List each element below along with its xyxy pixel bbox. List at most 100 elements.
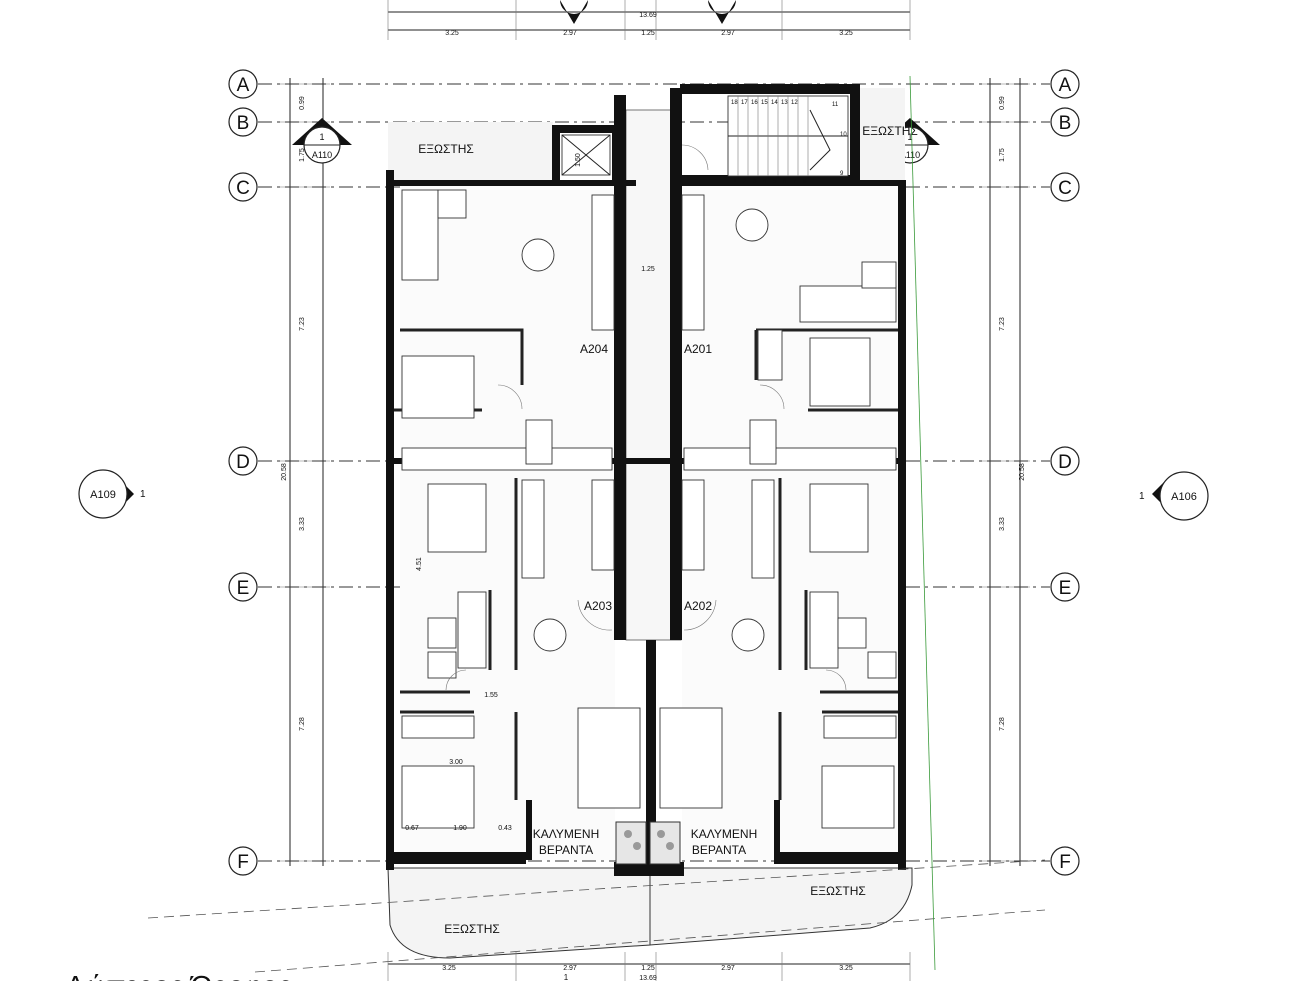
bottom-dim-4: 2.97 bbox=[721, 965, 735, 972]
left-dimension-chain: 20.58 0.99 1.75 7.23 3.33 7.28 bbox=[280, 78, 330, 866]
section-left-num: 1 bbox=[319, 132, 324, 142]
top-dim-4: 2.97 bbox=[721, 30, 735, 37]
door-swings bbox=[445, 144, 847, 691]
dim-3-00: 3.00 bbox=[449, 759, 463, 766]
balcony-bottom-right-label: ΕΞΩΣΤΗΣ bbox=[810, 884, 866, 898]
grid-label-a-right: A bbox=[1059, 75, 1072, 96]
bottom-dim-2: 2.97 bbox=[563, 965, 577, 972]
stair-step-2: 2 bbox=[743, 179, 747, 185]
apartment-label: A204 bbox=[580, 342, 608, 356]
site-boundaries bbox=[147, 75, 1046, 973]
stair-step-9: 9 bbox=[840, 171, 844, 177]
elevation-marker-right: A106 1 bbox=[1139, 471, 1209, 521]
grid-label-a-left: A bbox=[237, 75, 250, 96]
grid-label-c-right: C bbox=[1058, 178, 1072, 199]
grid-label-f-left: F bbox=[237, 852, 249, 873]
stair-step-18: 18 bbox=[731, 100, 738, 106]
left-dim-5: 7.28 bbox=[299, 717, 306, 731]
right-dim-2: 1.75 bbox=[999, 148, 1006, 162]
dim-0-67: 0.67 bbox=[405, 825, 419, 832]
balcony-bottom-left-label: ΕΞΩΣΤΗΣ bbox=[444, 922, 500, 936]
grid-label-d-right: D bbox=[1058, 452, 1072, 473]
elev-right-sheet: A106 bbox=[1171, 491, 1197, 503]
bottom-dim-5: 3.25 bbox=[839, 965, 853, 972]
stair-step-3: 3 bbox=[753, 179, 757, 185]
elevation-marker-left: A109 1 bbox=[78, 469, 146, 519]
covered-veranda-right-line1: ΚΑΛΥΜΕΝΗ bbox=[691, 827, 757, 841]
dining-tables bbox=[521, 208, 769, 652]
overall-height-left: 20.58 bbox=[281, 463, 288, 481]
grid-label-d-left: D bbox=[236, 452, 250, 473]
dim-0-43: 0.43 bbox=[498, 825, 512, 832]
covered-veranda-left-line2: ΒΕΡΑΝΤΑ bbox=[539, 843, 593, 857]
covered-veranda-right-line2: ΒΕΡΑΝΤΑ bbox=[692, 843, 746, 857]
section-marker-left: 1 A110 bbox=[292, 118, 352, 164]
section-right-num: 1 bbox=[907, 132, 912, 142]
bottom-dimension-chain: 3.25 2.97 1.25 2.97 3.25 13.69 1 bbox=[387, 952, 911, 981]
dim-1-55: 1.55 bbox=[484, 692, 498, 699]
overall-width-top: 13.69 bbox=[639, 12, 657, 19]
top-section-marker-left-icon bbox=[560, 0, 588, 24]
bed bbox=[809, 337, 871, 407]
wardrobes bbox=[401, 329, 897, 739]
bottom-dim-3: 1.25 bbox=[641, 965, 655, 972]
apartment-labels: A204 A201 A203 A202 bbox=[580, 342, 712, 613]
stair-step-14: 14 bbox=[771, 100, 778, 106]
lift-dimension: 1.50 bbox=[575, 153, 582, 167]
elev-right-num: 1 bbox=[1139, 491, 1145, 502]
bed bbox=[401, 355, 475, 419]
inner-dimensions: 1.25 4.51 1.55 3.00 0.67 1.90 0.43 bbox=[405, 266, 655, 832]
elev-left-num: 1 bbox=[140, 489, 146, 500]
top-dim-2: 2.97 bbox=[563, 30, 577, 37]
bottom-section-num: 1 bbox=[564, 973, 569, 981]
stair-step-15: 15 bbox=[761, 100, 768, 106]
beds bbox=[401, 337, 895, 829]
right-dimension-chain: 20.58 0.99 1.75 7.23 3.33 7.28 bbox=[982, 78, 1030, 866]
top-dim-5: 3.25 bbox=[839, 30, 853, 37]
top-dimension-chain: 13.69 3.25 2.97 1.25 2.97 3.25 bbox=[387, 0, 911, 40]
corridor-width: 1.25 bbox=[641, 266, 655, 273]
top-dim-1: 3.25 bbox=[445, 30, 459, 37]
stair-step-11: 11 bbox=[832, 102, 839, 108]
stair-step-4: 4 bbox=[763, 179, 767, 185]
balcony-top-label: ΕΞΩΣΤΗΣ bbox=[418, 142, 474, 156]
left-dim-1: 0.99 bbox=[299, 96, 306, 110]
section-right-sheet: A110 bbox=[900, 150, 920, 160]
grid-label-e-left: E bbox=[237, 578, 250, 599]
outer-walls bbox=[386, 84, 906, 876]
grid-label-b-right: B bbox=[1059, 113, 1072, 134]
stair-step-5: 5 bbox=[773, 179, 777, 185]
stair-step-8: 8 bbox=[803, 179, 807, 185]
lift-shaft: 1.50 bbox=[561, 134, 611, 176]
stair-step-1: 1 bbox=[733, 179, 737, 185]
covered-veranda-left-line1: ΚΑΛΥΜΕΝΗ bbox=[533, 827, 599, 841]
top-section-marker-right-icon bbox=[708, 0, 736, 24]
bed bbox=[401, 765, 475, 829]
left-dim-2: 1.75 bbox=[299, 148, 306, 162]
grid-bubbles-right: A B C D E F bbox=[1050, 69, 1080, 876]
apartment-label: A201 bbox=[684, 342, 712, 356]
stair-step-10: 10 bbox=[840, 132, 847, 138]
room-labels: ΕΞΩΣΤΗΣ ΕΞΩΣΤΗΣ ΚΑΛΥΜΕΝΗ ΒΕΡΑΝΤΑ ΚΑΛΥΜΕΝ… bbox=[418, 124, 918, 936]
planters bbox=[615, 821, 681, 865]
right-dim-4: 3.33 bbox=[999, 517, 1006, 531]
grid-lines bbox=[258, 83, 1050, 862]
sofas bbox=[401, 189, 897, 809]
stair-step-16: 16 bbox=[751, 100, 758, 106]
elev-left-sheet: A109 bbox=[90, 489, 116, 501]
showers bbox=[427, 419, 897, 679]
bottom-dim-1: 3.25 bbox=[442, 965, 456, 972]
dim-4-51: 4.51 bbox=[416, 557, 423, 571]
section-left-sheet: A110 bbox=[312, 150, 332, 160]
overall-height-right: 20.58 bbox=[1019, 463, 1026, 481]
bed bbox=[427, 483, 487, 553]
apartment-label: A202 bbox=[684, 599, 712, 613]
right-dim-3: 7.23 bbox=[999, 317, 1006, 331]
stair-step-12: 12 bbox=[791, 100, 798, 106]
dim-1-90: 1.90 bbox=[453, 825, 467, 832]
drawing-title: Δώπερος Όροφος bbox=[66, 970, 291, 981]
grid-bubbles-left: A B C D E F bbox=[228, 69, 258, 876]
bed bbox=[809, 483, 869, 553]
stair-step-13: 13 bbox=[781, 100, 788, 106]
